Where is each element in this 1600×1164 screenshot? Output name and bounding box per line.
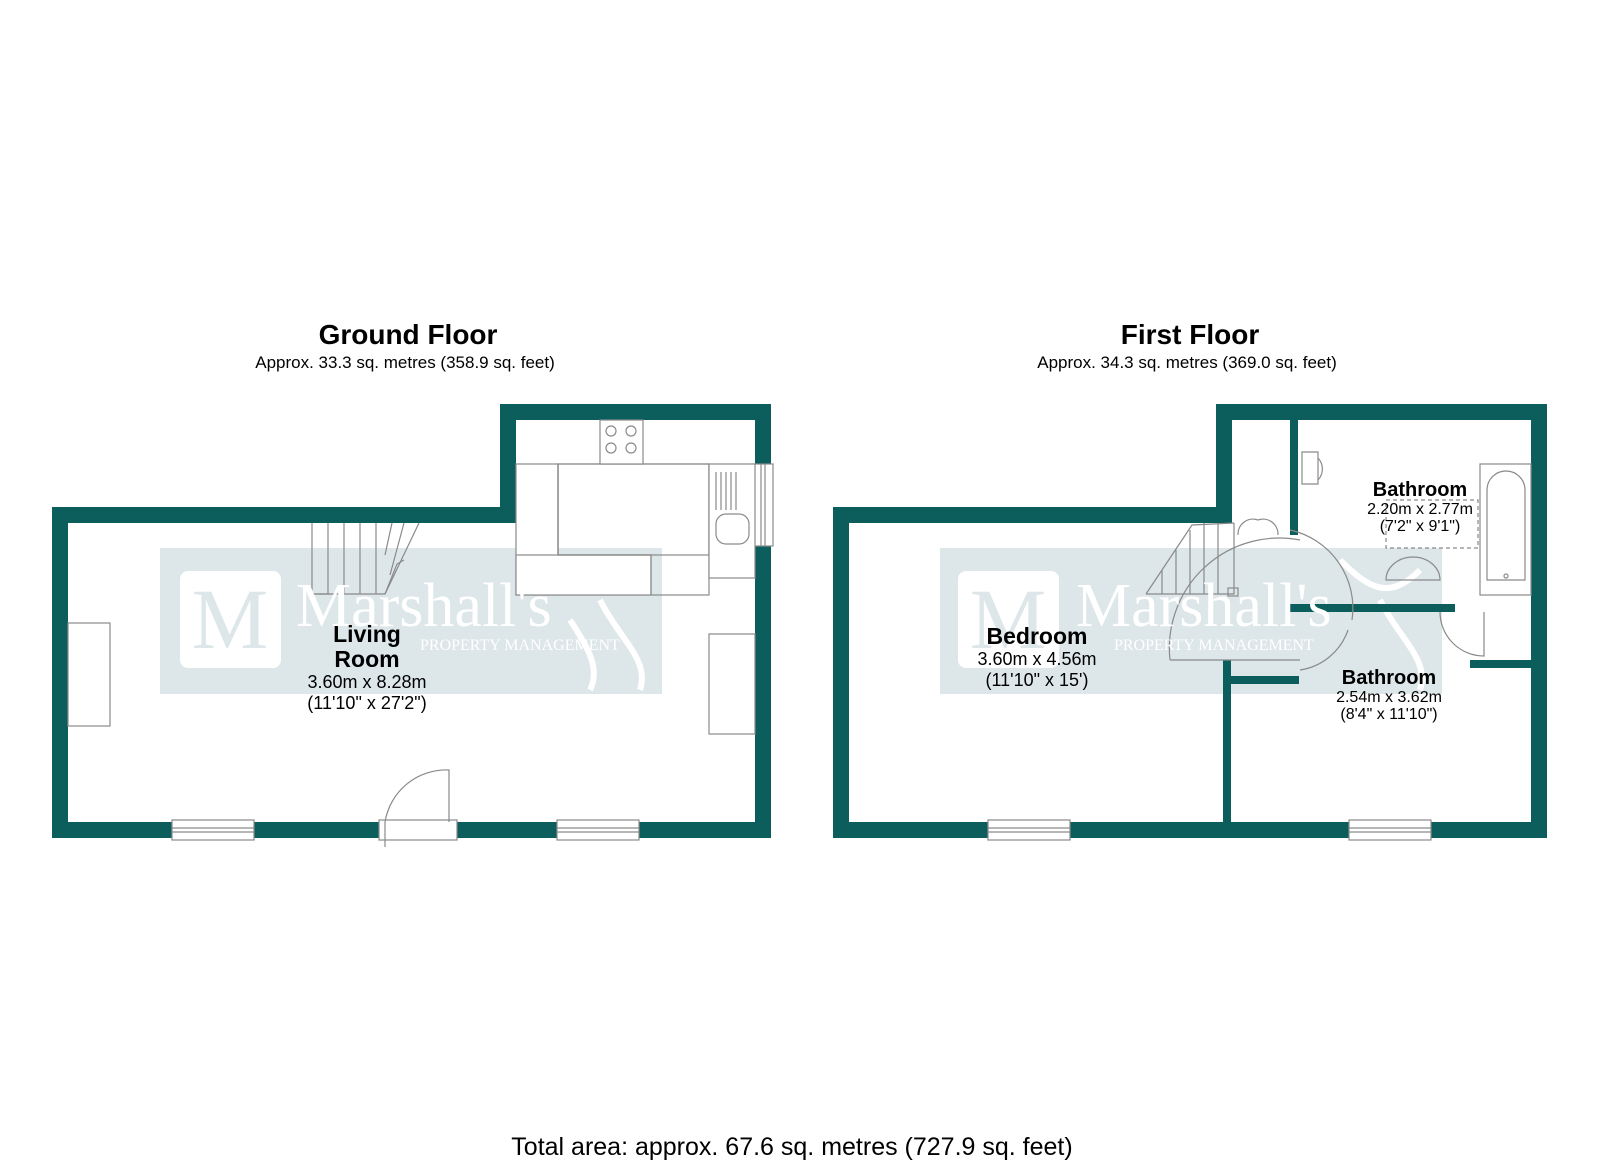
watermark-tagline: PROPERTY MANAGEMENT: [1114, 637, 1314, 654]
bathroom-upper-label: Bathroom 2.20m x 2.77m (7'2" x 9'1"): [1367, 479, 1473, 535]
bathroom-lower-label: Bathroom 2.54m x 3.62m (8'4" x 11'10"): [1336, 667, 1442, 723]
svg-text:M: M: [970, 571, 1046, 667]
ground-floor-plan: M: [52, 404, 774, 847]
door: [1439, 611, 1485, 657]
door: [1168, 537, 1301, 661]
front-door: [384, 769, 450, 823]
staircase: [311, 522, 420, 595]
door: [1289, 529, 1354, 621]
bedroom-label: Bedroom 3.60m x 4.56m (11'10" x 15'): [977, 624, 1096, 691]
watermark-logo: [958, 571, 1059, 668]
first-floor-area: Approx. 34.3 sq. metres (369.0 sq. feet): [1037, 353, 1337, 372]
fireplace: [67, 622, 111, 727]
unit: [708, 633, 756, 735]
watermark-tagline: PROPERTY MANAGEMENT: [420, 637, 620, 654]
room-dimensions-imperial: (8'4" x 11'10"): [1340, 706, 1438, 723]
watermark-logo: [180, 571, 281, 668]
window: [171, 819, 255, 841]
window: [752, 463, 774, 547]
front-door-opening: [378, 819, 458, 841]
window: [556, 819, 640, 841]
room-dimensions-metric: 3.60m x 4.56m: [977, 649, 1097, 669]
room-name: Bathroom: [1372, 479, 1468, 501]
shower-tray: [1385, 499, 1479, 549]
living-room-label: Living Room 3.60m x 8.28m (11'10" x 27'2…: [307, 622, 426, 714]
window: [987, 819, 1071, 841]
cupboard-doors: [1237, 518, 1279, 536]
kitchen-units: [67, 419, 756, 735]
hob: [599, 419, 644, 465]
toilet: [1301, 451, 1319, 485]
svg-text:M: M: [192, 571, 268, 667]
room-dimensions-metric: 2.54m x 3.62m: [1336, 689, 1442, 706]
room-dimensions-metric: 2.20m x 2.77m: [1367, 501, 1473, 518]
total-area: Total area: approx. 67.6 sq. metres (727…: [511, 1133, 1073, 1161]
room-name: Bedroom: [986, 623, 1088, 649]
room-dimensions-imperial: (11'10" x 15'): [985, 670, 1089, 690]
basin: [1385, 556, 1441, 581]
ground-floor-title: Ground Floor: [318, 319, 498, 350]
bath: [1479, 463, 1532, 596]
watermark-brand: Marshall's: [296, 572, 552, 640]
room-dimensions-metric: 3.60m x 8.28m: [307, 672, 427, 692]
first-floor-plan: M: [833, 404, 1547, 841]
room-name: Bathroom: [1341, 667, 1437, 689]
bathroom-fixtures: [1301, 451, 1532, 596]
watermark-brand: Marshall's: [1076, 572, 1332, 640]
room-dimensions-imperial: (11'10" x 27'2"): [307, 693, 427, 713]
window: [1348, 819, 1432, 841]
watermark-flourish: [1337, 557, 1425, 691]
room-name: Living: [333, 621, 401, 647]
staircase: [1145, 522, 1239, 597]
first-floor-title: First Floor: [1120, 319, 1260, 350]
ground-floor-area: Approx. 33.3 sq. metres (358.9 sq. feet): [255, 353, 555, 372]
room-name: Room: [334, 646, 400, 672]
room-dimensions-imperial: (7'2" x 9'1"): [1379, 518, 1461, 535]
